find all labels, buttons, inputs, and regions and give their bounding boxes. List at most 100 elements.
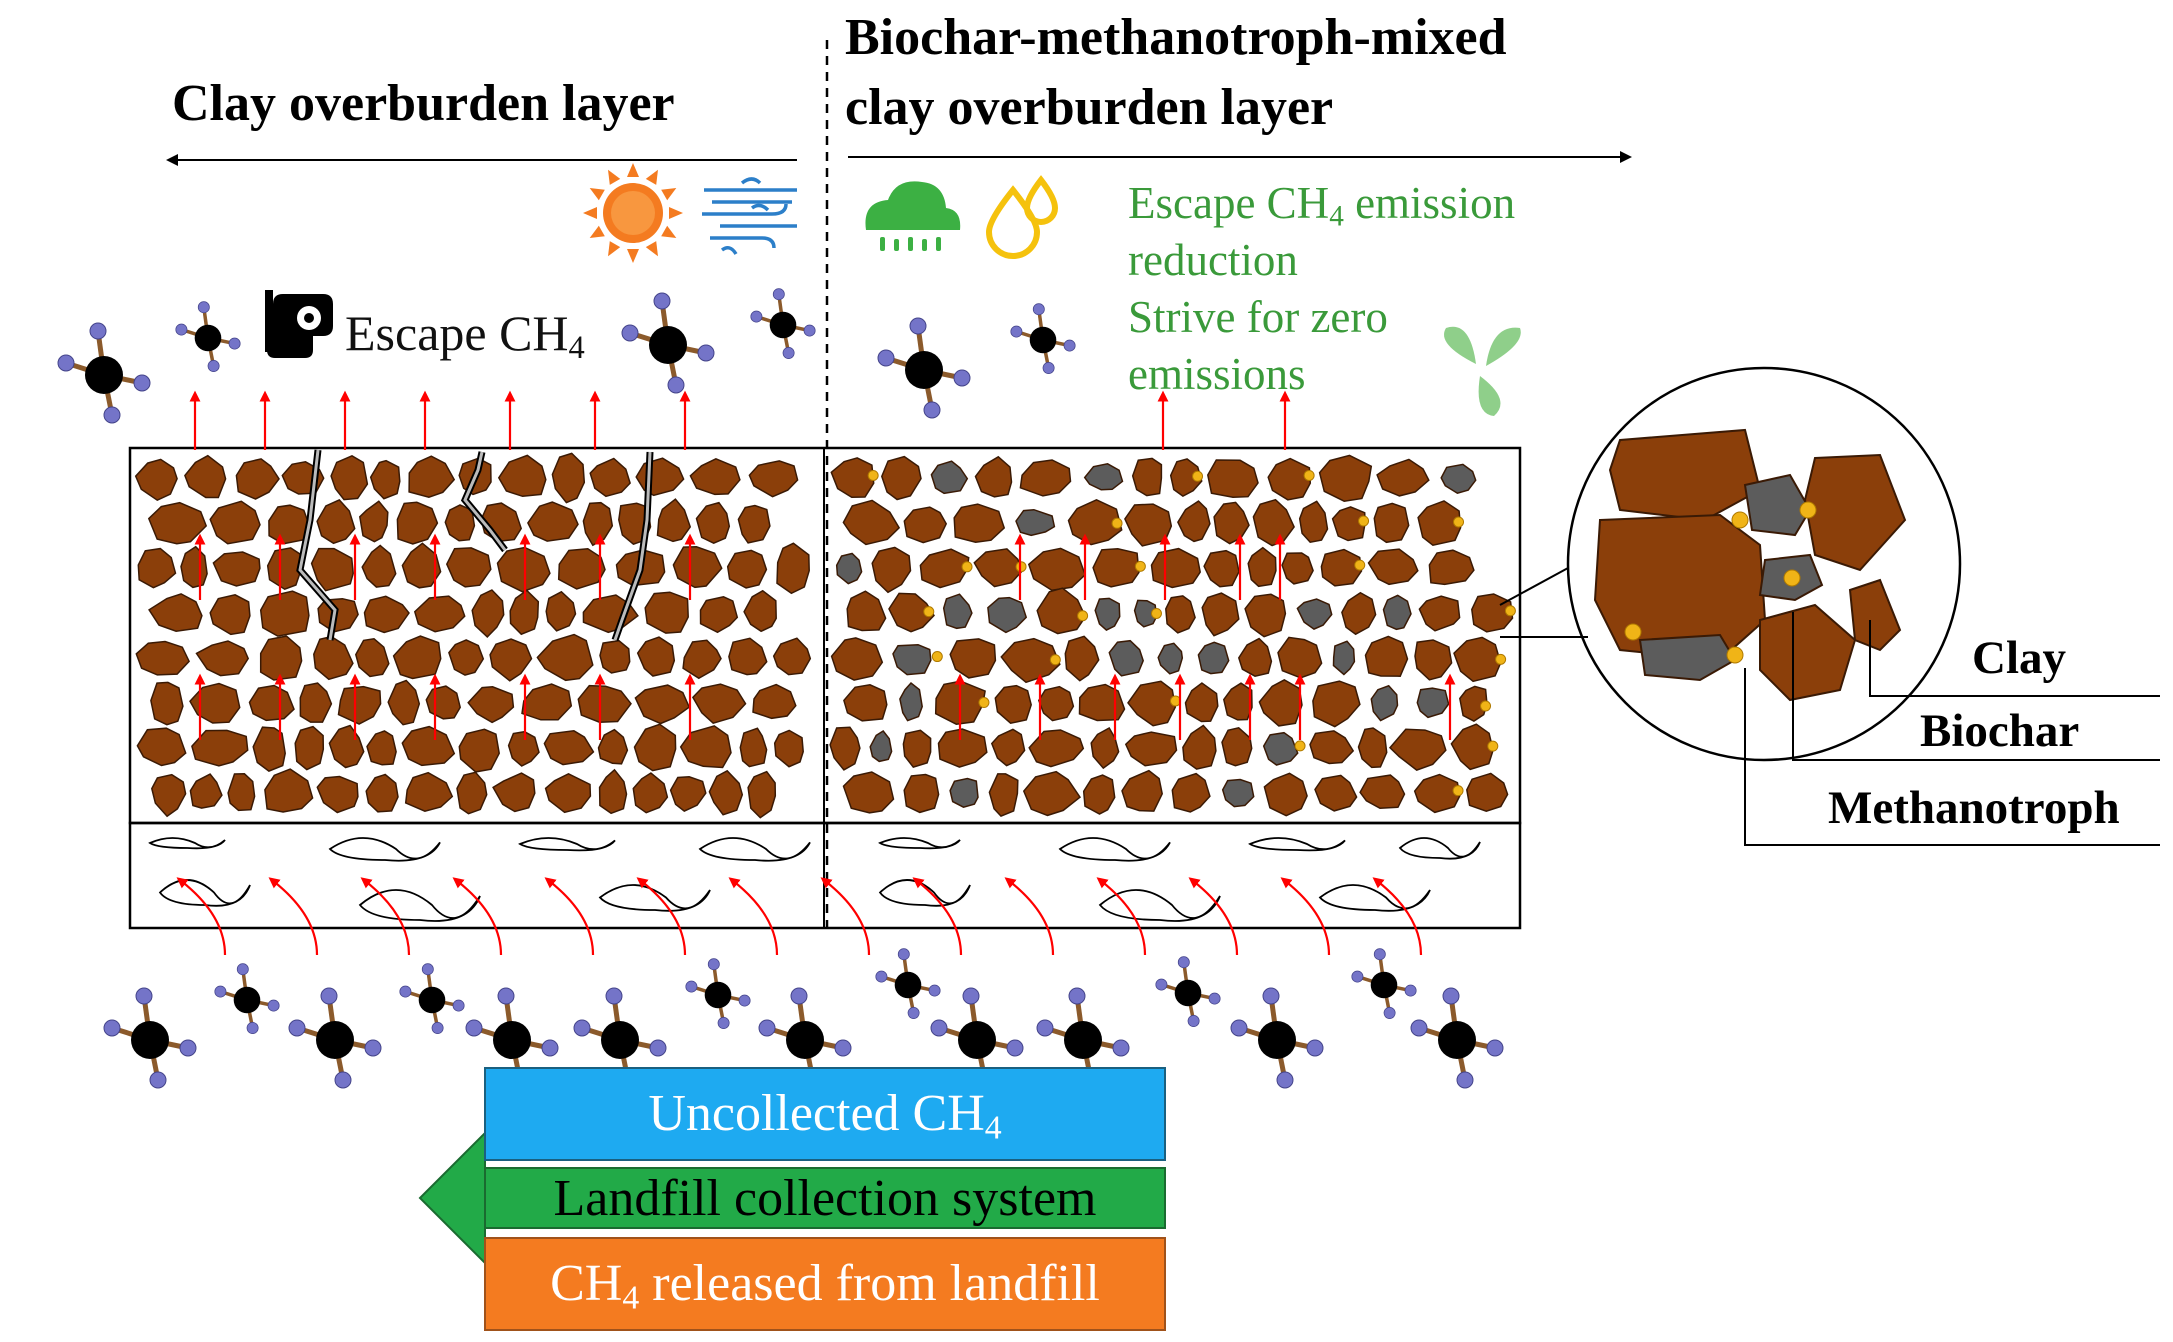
clay-particle bbox=[635, 457, 685, 497]
clay-particle bbox=[1171, 772, 1211, 813]
hydrogen-atom bbox=[320, 987, 338, 1005]
biochar-particle bbox=[949, 777, 979, 809]
methanotroph-cluster bbox=[1354, 559, 1366, 571]
biochar-particle bbox=[1157, 642, 1184, 675]
clay-particle bbox=[180, 545, 208, 589]
carbon-atom bbox=[704, 981, 732, 1009]
clay-particle bbox=[1418, 595, 1461, 632]
sun-ray bbox=[645, 241, 658, 257]
clay-particle bbox=[227, 773, 256, 812]
clay-particle bbox=[776, 542, 810, 595]
clay-particle bbox=[317, 597, 359, 633]
clay-particle bbox=[633, 723, 677, 772]
clay-particle bbox=[1237, 637, 1273, 677]
clay-particle bbox=[708, 769, 744, 816]
hydrogen-atom bbox=[364, 1039, 382, 1057]
hydrogen-atom bbox=[653, 292, 671, 310]
clay-particle bbox=[330, 454, 369, 501]
methane-molecule-icon bbox=[1010, 303, 1076, 374]
escape-ch4-text: Escape CH bbox=[345, 305, 569, 361]
sun-ray bbox=[645, 169, 658, 185]
clay-particle bbox=[1121, 769, 1163, 812]
hydrogen-atom bbox=[707, 958, 720, 971]
hydrogen-atom bbox=[1410, 1019, 1428, 1037]
waste-outline bbox=[518, 837, 616, 852]
methane-molecule-icon bbox=[214, 963, 280, 1034]
carbon-atom bbox=[905, 351, 943, 389]
clay-particle bbox=[1608, 428, 1762, 522]
carbon-atom bbox=[233, 986, 261, 1014]
biochar-particle bbox=[942, 593, 973, 630]
clay-particle bbox=[773, 729, 804, 768]
clay-particle bbox=[829, 726, 861, 771]
hydrogen-atom bbox=[541, 1039, 559, 1057]
clay-particle bbox=[387, 679, 421, 726]
collection-box bbox=[484, 1167, 1166, 1229]
methane-molecule-icon bbox=[175, 301, 241, 372]
zoom-inset-circle bbox=[1566, 366, 1962, 762]
clay-particle bbox=[1244, 593, 1287, 638]
methane-molecule-icon bbox=[750, 288, 816, 359]
clay-particle bbox=[209, 500, 261, 545]
sun-ray bbox=[608, 169, 621, 185]
hydrogen-atom bbox=[1306, 1039, 1324, 1057]
hydrogen-atom bbox=[685, 980, 698, 993]
methane-molecule-icon bbox=[877, 317, 971, 419]
waste-outline bbox=[1318, 884, 1431, 912]
clay-particle bbox=[396, 501, 439, 545]
sun-ray bbox=[627, 249, 639, 263]
hydrogen-atom bbox=[790, 987, 808, 1005]
hydrogen-atom bbox=[923, 401, 941, 419]
hydrogen-atom bbox=[175, 323, 188, 336]
hydrogen-atom bbox=[1276, 1071, 1294, 1089]
clay-particle bbox=[1028, 729, 1085, 768]
clay-particle bbox=[147, 501, 208, 545]
uncollected-text: Uncollected CH bbox=[648, 1085, 985, 1142]
clay-particle bbox=[195, 640, 250, 677]
methanotroph-cluster bbox=[1192, 470, 1204, 482]
hydrogen-atom bbox=[877, 349, 895, 367]
hydrogen-atom bbox=[133, 374, 151, 392]
sun-ray bbox=[669, 207, 683, 219]
clay-particle bbox=[212, 551, 261, 587]
clay-particle bbox=[902, 729, 932, 768]
biochar-particle bbox=[899, 681, 923, 722]
hydrogen-atom bbox=[621, 324, 639, 342]
carbon-atom bbox=[1438, 1021, 1476, 1059]
carbon-atom bbox=[194, 324, 222, 352]
biochar-particle bbox=[1108, 639, 1144, 677]
rain-cloud-icon bbox=[865, 181, 961, 251]
clay-particle bbox=[401, 725, 456, 767]
clay-particle bbox=[294, 725, 325, 771]
clay-particle bbox=[888, 592, 935, 633]
clay-particle bbox=[1281, 552, 1314, 585]
methanotroph-cluster bbox=[1624, 623, 1642, 641]
curved-flow-arrow bbox=[1096, 877, 1147, 956]
curved-flow-arrow bbox=[636, 877, 687, 956]
clay-particle bbox=[150, 681, 184, 726]
green-note-line4: emissions bbox=[1128, 349, 1306, 399]
clay-particle bbox=[551, 452, 586, 504]
hydrogen-atom bbox=[1063, 339, 1076, 352]
clay-particle bbox=[557, 548, 606, 590]
hydrogen-atom bbox=[772, 288, 785, 301]
crack-fill bbox=[298, 449, 337, 641]
clay-particle bbox=[1182, 724, 1217, 770]
clay-particle bbox=[209, 594, 251, 636]
hydrogen-atom bbox=[421, 963, 434, 976]
green-note-line1: Escape CH4 emission bbox=[1128, 175, 1515, 245]
clay-particle bbox=[1373, 502, 1410, 544]
clay-particle bbox=[1848, 578, 1902, 652]
hydrogen-atom bbox=[909, 317, 927, 335]
hydrogen-atom bbox=[179, 1039, 197, 1057]
clay-particle bbox=[1277, 636, 1323, 679]
clay-particle bbox=[492, 772, 536, 813]
clay-particle bbox=[266, 547, 303, 591]
methanotroph-cluster bbox=[1150, 607, 1162, 619]
green-note-line3: Strive for zero bbox=[1128, 292, 1388, 342]
carbon-atom bbox=[1064, 1021, 1102, 1059]
clay-particle bbox=[1388, 728, 1447, 771]
hydrogen-atom bbox=[1010, 325, 1023, 338]
clay-particle bbox=[871, 546, 912, 594]
